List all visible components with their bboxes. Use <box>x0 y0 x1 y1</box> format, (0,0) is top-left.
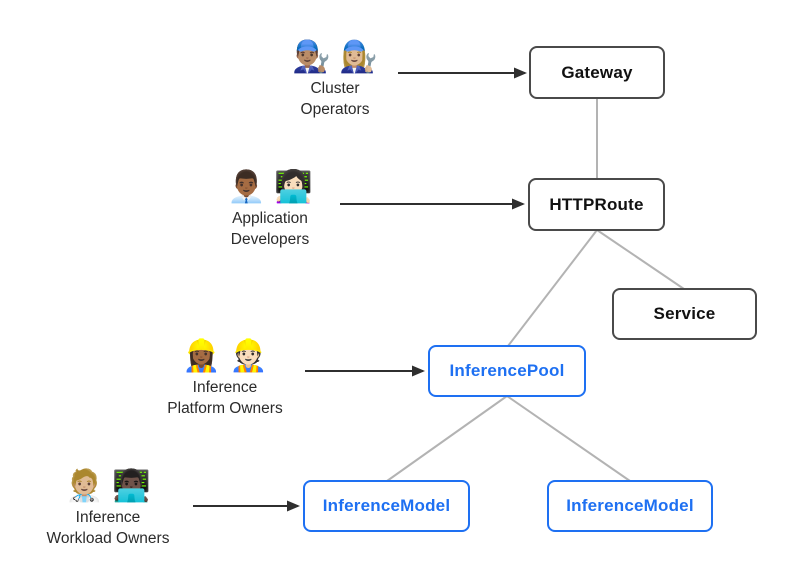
edge-inferencepool-inferencemodel-2 <box>506 395 631 482</box>
actor-label-line1: Inference <box>192 379 258 396</box>
application-developers-technologists-emoji: 👨🏾‍💼 👩🏻‍💻 <box>227 169 313 204</box>
edge-inferencepool-inferencemodel-1 <box>386 395 508 482</box>
actor-cluster-operators: 👨🏽‍🔧 👩🏼‍🔧 Cluster Operators <box>240 37 430 119</box>
actor-application-developers: 👨🏾‍💼 👩🏻‍💻 Application Developers <box>175 167 365 249</box>
actor-label-line2: Workload Owners <box>46 530 170 547</box>
node-httproute-label: HTTPRoute <box>549 194 644 214</box>
actor-label-line2: Platform Owners <box>167 400 283 417</box>
node-httproute: HTTPRoute <box>528 178 665 231</box>
node-service-label: Service <box>653 304 716 323</box>
actor-inference-workload-owners: 🧑🏼‍⚕️ 👨🏿‍💻 Inference Workload Owners <box>13 466 203 548</box>
node-inferencemodel-left: InferenceModel <box>303 480 470 532</box>
edge-httproute-service <box>596 229 685 290</box>
node-inferencemodel-right-label: InferenceModel <box>566 496 694 515</box>
cluster-operators-mechanics-emoji: 👨🏽‍🔧 👩🏼‍🔧 <box>292 39 378 74</box>
actor-label-line2: Developers <box>230 231 310 248</box>
node-inferencemodel-right: InferenceModel <box>547 480 713 532</box>
edge-httproute-inferencepool <box>507 229 598 347</box>
node-inferencepool: InferencePool <box>428 345 586 397</box>
node-gateway-label: Gateway <box>561 62 633 82</box>
actor-inference-platform-owners: 👷🏾‍♀️ 👷🏻 Inference Platform Owners <box>130 336 320 418</box>
actor-label-line1: Inference <box>75 509 141 526</box>
platform-owners-construction-workers-emoji: 👷🏾‍♀️ 👷🏻 <box>182 338 268 373</box>
node-service: Service <box>612 288 757 340</box>
node-gateway: Gateway <box>529 46 665 99</box>
actor-label-line1: Cluster <box>310 80 360 97</box>
node-inferencemodel-left-label: InferenceModel <box>322 496 451 515</box>
actor-label-line1: Application <box>232 210 308 227</box>
actor-label-line2: Operators <box>300 101 370 118</box>
node-inferencepool-label: InferencePool <box>449 361 565 380</box>
workload-owners-persons-emoji: 🧑🏼‍⚕️ 👨🏿‍💻 <box>65 468 151 503</box>
